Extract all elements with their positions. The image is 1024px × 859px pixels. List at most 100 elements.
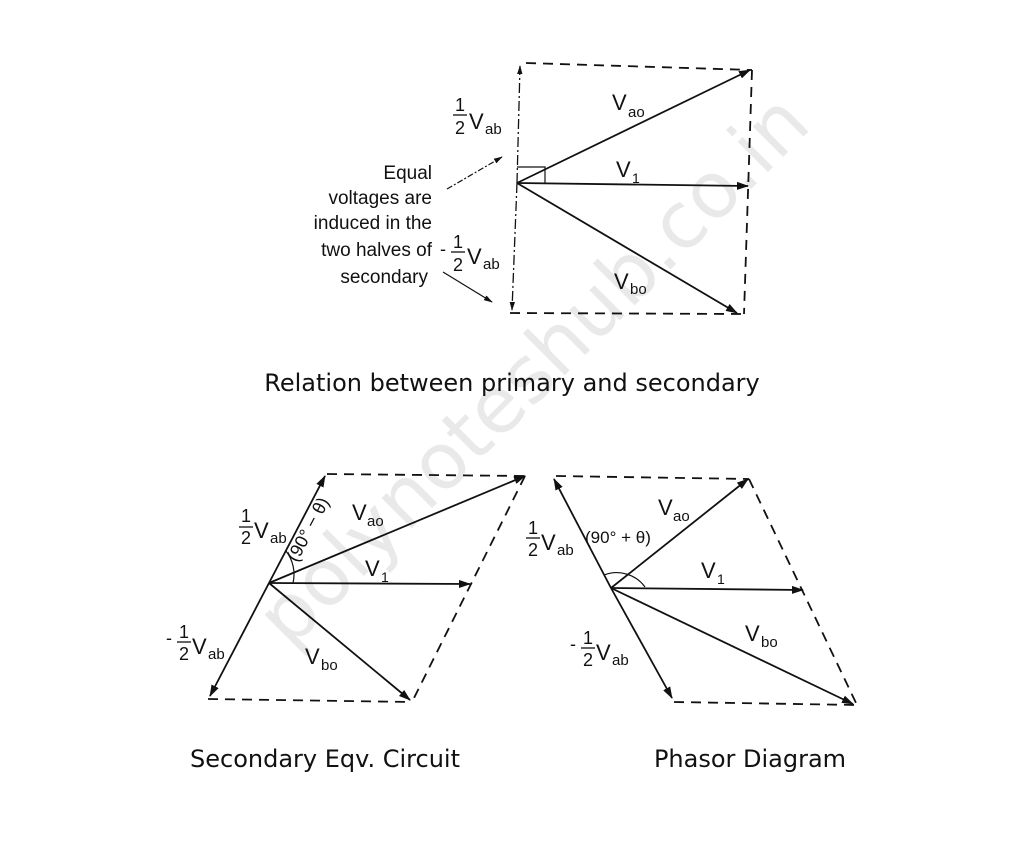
svg-text:V: V (469, 109, 484, 134)
note-equal-voltages: Equal voltages are induced in the two ha… (314, 163, 433, 288)
dashed-right-edge (748, 478, 858, 706)
svg-text:ao: ao (367, 513, 384, 530)
vbo-vector (268, 582, 411, 701)
vbo-vector (516, 182, 738, 314)
svg-text:-: - (166, 628, 172, 648)
label-vao: V ao (612, 90, 645, 121)
svg-text:1: 1 (632, 170, 640, 186)
figure-phasor-diagram: (90° + θ) 1 2 V ab - 1 2 V ab V ao V 1 V… (526, 475, 858, 706)
svg-text:2: 2 (455, 118, 465, 138)
note-arrow-down (442, 271, 493, 303)
svg-text:V: V (745, 621, 760, 646)
svg-text:bo: bo (761, 634, 778, 651)
angle-label: (90° + θ) (585, 528, 651, 547)
svg-text:V: V (614, 269, 629, 294)
dashed-bottom-edge (673, 701, 858, 706)
svg-text:two halves of: two halves of (321, 240, 433, 261)
svg-text:1: 1 (717, 571, 725, 587)
svg-text:ab: ab (612, 652, 629, 669)
label-neg-half-vab: - 1 2 V ab (166, 622, 225, 664)
svg-text:V: V (616, 157, 631, 182)
dashed-right-edge (743, 69, 753, 315)
svg-text:V: V (612, 90, 627, 115)
label-half-vab-top: 1 2 V ab (526, 518, 574, 560)
note-arrow-up (446, 156, 503, 190)
label-neg-half-vab: - 1 2 V ab (440, 232, 500, 275)
label-vbo: V bo (614, 269, 647, 298)
svg-text:V: V (305, 644, 320, 669)
svg-text:secondary: secondary (340, 267, 428, 288)
vao-vector (610, 478, 749, 589)
svg-text:-: - (570, 634, 576, 654)
dashed-bottom-edge (207, 698, 413, 703)
caption-figure1: Relation between primary and secondary (264, 369, 759, 397)
neg-half-vab-vector (610, 587, 673, 699)
label-v1: V 1 (365, 556, 389, 585)
half-vab-vector (268, 475, 326, 584)
svg-text:V: V (192, 634, 207, 659)
label-neg-half-vab: - 1 2 V ab (570, 628, 629, 670)
svg-text:ao: ao (628, 104, 645, 121)
vao-vector (516, 69, 751, 184)
vbo-vector (610, 587, 854, 705)
svg-text:1: 1 (453, 232, 463, 252)
svg-text:voltages are: voltages are (328, 188, 432, 209)
svg-text:-: - (440, 239, 446, 259)
svg-text:V: V (658, 495, 673, 520)
dashed-right-edge (411, 475, 526, 703)
angle-arc (285, 550, 295, 584)
svg-text:1: 1 (583, 628, 593, 648)
dashed-bottom-edge (509, 312, 745, 315)
v1-vector (268, 579, 471, 588)
svg-text:V: V (467, 244, 482, 269)
label-vbo: V bo (305, 644, 338, 674)
half-vab-vector (516, 65, 523, 184)
svg-text:2: 2 (528, 540, 538, 560)
v1-vector (516, 181, 749, 190)
vao-vector (268, 475, 526, 584)
svg-text:V: V (541, 530, 556, 555)
dashed-top-edge (555, 475, 750, 480)
label-v1: V 1 (616, 157, 640, 186)
svg-text:bo: bo (321, 657, 338, 674)
angle-arc (603, 572, 646, 588)
label-v1: V 1 (701, 558, 725, 587)
svg-text:V: V (365, 556, 380, 581)
svg-text:ab: ab (270, 530, 287, 547)
v1-vector (610, 585, 804, 594)
svg-text:ab: ab (485, 121, 502, 138)
dashed-top-edge (525, 62, 753, 71)
svg-text:1: 1 (179, 622, 189, 642)
label-vao: V ao (658, 495, 690, 525)
label-vbo: V bo (745, 621, 778, 651)
svg-text:ab: ab (208, 646, 225, 663)
caption-figure3: Phasor Diagram (654, 745, 846, 773)
svg-text:2: 2 (453, 255, 463, 275)
angle-box (517, 166, 546, 184)
svg-text:2: 2 (241, 528, 251, 548)
svg-text:V: V (352, 500, 367, 525)
svg-text:V: V (701, 558, 716, 583)
svg-text:2: 2 (179, 644, 189, 664)
label-half-vab-top: 1 2 V ab (239, 506, 287, 548)
svg-text:1: 1 (381, 569, 389, 585)
svg-text:ao: ao (673, 508, 690, 525)
svg-text:2: 2 (583, 650, 593, 670)
svg-text:1: 1 (455, 95, 465, 115)
svg-text:V: V (596, 640, 611, 665)
svg-text:ab: ab (557, 542, 574, 559)
svg-text:1: 1 (241, 506, 251, 526)
svg-text:ab: ab (483, 256, 500, 273)
svg-text:Equal: Equal (383, 163, 432, 184)
label-vao: V ao (352, 500, 384, 530)
svg-text:V: V (254, 518, 269, 543)
neg-half-vab-vector (509, 182, 518, 311)
label-half-vab-top: 1 2 V ab (453, 95, 502, 138)
svg-text:bo: bo (630, 281, 647, 298)
caption-figure2: Secondary Eqv. Circuit (190, 745, 460, 773)
svg-text:induced in the: induced in the (314, 213, 432, 234)
neg-half-vab-vector (209, 582, 270, 697)
svg-text:1: 1 (528, 518, 538, 538)
figure-primary-secondary: 1 2 V ab - 1 2 V ab V ao V 1 V bo Equal (314, 62, 753, 315)
